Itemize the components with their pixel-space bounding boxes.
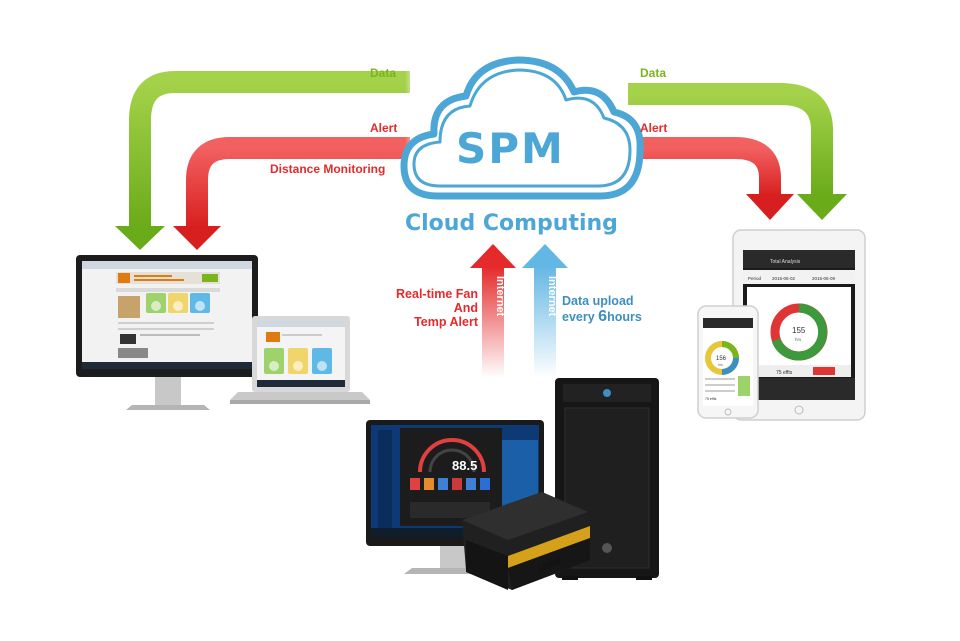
tablet-period: Period	[748, 276, 762, 281]
tablet	[732, 229, 866, 421]
upload-arrow-blue	[522, 244, 568, 378]
distance-monitoring-label: Distance Monitoring	[270, 162, 386, 176]
laptop	[230, 316, 370, 404]
tablet-date-to: 2015-06-09	[812, 276, 836, 281]
phone-footer-value: 75 effts	[705, 397, 717, 401]
phone	[697, 305, 759, 419]
right-alert-arrow	[628, 137, 794, 220]
cloud-title: SPM	[456, 124, 565, 173]
upload-arrow-red	[470, 244, 516, 378]
left-data-arrow	[115, 71, 410, 250]
internet-label-left: Internet	[494, 276, 506, 317]
cloud-icon	[400, 56, 644, 200]
left-alert-label: Alert	[370, 121, 398, 135]
upload-hours-number: 6	[598, 308, 608, 325]
tablet-chart-unit: hrs	[795, 337, 802, 342]
data-upload-label: Data upload every 6hours	[562, 294, 642, 326]
upload-line-2-suffix: hours	[607, 310, 642, 324]
phone-chart-unit: hrs	[718, 363, 723, 367]
desktop-monitor	[76, 255, 258, 410]
left-data-label: Data	[370, 66, 397, 80]
tablet-chart-value: 155	[792, 326, 806, 335]
center-monitor	[366, 420, 544, 574]
upload-line-2: every 6hours	[562, 308, 642, 326]
realtime-fan-label: Real-time Fan And Temp Alert	[388, 287, 478, 329]
right-alert-label: Alert	[640, 121, 668, 135]
phone-chart-value: 156	[716, 356, 727, 362]
right-data-label: Data	[640, 66, 667, 80]
left-alert-arrow	[173, 137, 410, 250]
tablet-header: Total Analysis	[770, 259, 801, 265]
tablet-date-from: 2015-06-02	[772, 276, 796, 281]
upload-line-1: Data upload	[562, 294, 634, 308]
psu	[462, 492, 592, 590]
right-data-arrow	[628, 83, 847, 220]
tablet-footer-value: 75 effts	[776, 370, 793, 376]
realtime-line-3: Temp Alert	[414, 315, 478, 329]
internet-label-right: Internet	[546, 276, 558, 317]
cloud-subtitle: Cloud Computing	[405, 211, 618, 236]
realtime-line-1: Real-time Fan	[396, 287, 478, 301]
gauge-value: 88.5	[452, 458, 477, 473]
upload-line-2-prefix: every	[562, 310, 599, 324]
realtime-line-2: And	[453, 301, 478, 315]
